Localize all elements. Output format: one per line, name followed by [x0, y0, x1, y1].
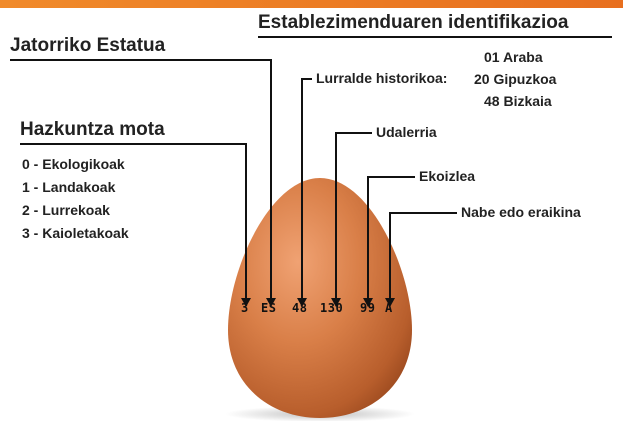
top-accent-bar	[0, 0, 623, 8]
leader-municipality	[335, 132, 372, 300]
egg-code-barn: A	[385, 301, 393, 315]
arrow-barn	[385, 298, 395, 307]
egg-code-farming-type: 3	[241, 301, 249, 315]
farming-type-item: 3 - Kaioletakoak	[22, 225, 129, 241]
farming-type-item: 0 - Ekologikoak	[22, 156, 125, 172]
arrow-historic-territory	[297, 298, 307, 307]
farming-type-heading: Hazkuntza mota	[20, 119, 165, 140]
territory-item: 01 Araba	[484, 49, 543, 65]
egg-code-country: ES	[261, 301, 277, 315]
territory-item: 20 Gipuzkoa	[474, 71, 557, 87]
egg-shape	[228, 178, 412, 418]
territory-item: 48 Bizkaia	[484, 93, 552, 109]
egg-code-producer: 99	[360, 301, 376, 315]
barn-label: Nabe edo eraikina	[461, 204, 581, 220]
arrow-producer	[363, 298, 373, 307]
arrow-municipality	[331, 298, 341, 307]
egg-code-territory: 48	[292, 301, 308, 315]
arrow-origin-state	[266, 298, 276, 307]
leader-producer	[367, 176, 415, 300]
leader-farming-type	[224, 143, 247, 300]
municipality-label: Udalerria	[376, 124, 437, 140]
origin-state-heading: Jatorriko Estatua	[10, 35, 166, 56]
arrow-farming-type	[241, 298, 251, 307]
farming-type-item: 1 - Landakoak	[22, 179, 116, 195]
establishment-heading: Establezimenduaren identifikazioa	[258, 12, 569, 33]
farming-type-item: 2 - Lurrekoak	[22, 202, 110, 218]
egg-code-municipality: 130	[320, 301, 344, 315]
producer-label: Ekoizlea	[419, 168, 476, 184]
leader-historic-territory	[301, 78, 312, 300]
leader-origin-state	[196, 59, 272, 300]
historic-territory-label: Lurralde historikoa:	[316, 70, 448, 86]
leader-barn	[389, 212, 457, 300]
